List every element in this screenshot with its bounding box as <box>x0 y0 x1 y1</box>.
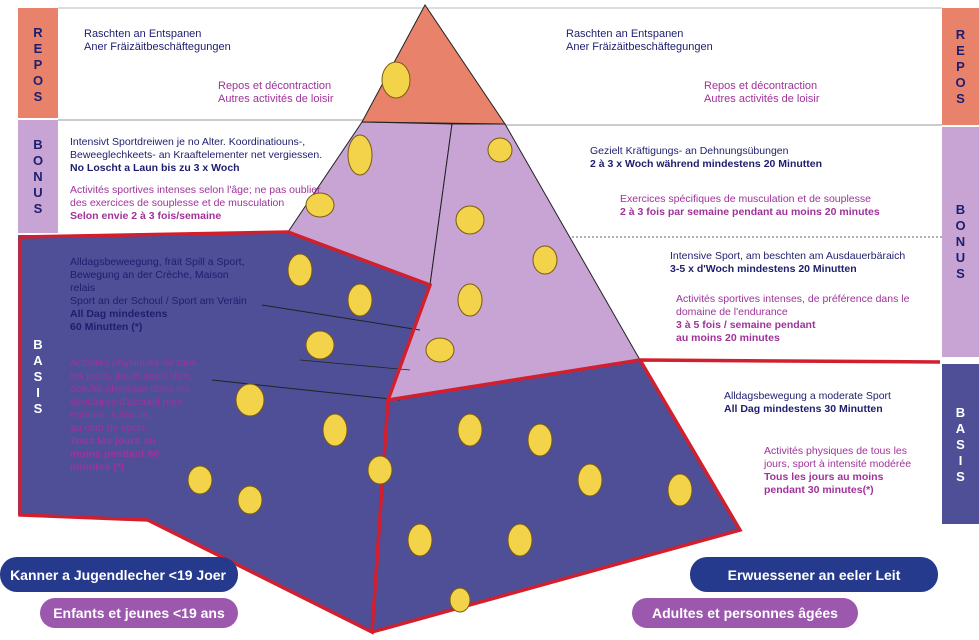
repos-band-left <box>18 8 58 118</box>
bonus-adults-endurance-lb-text: Intensive Sport, am beschten am Ausdauer… <box>670 250 906 275</box>
bonus-adults-endurance-fr-text: Activités sportives intenses, de préfére… <box>676 293 910 344</box>
adults-lb-label: Erwuessener an eeler Leit <box>727 566 901 583</box>
kids-basis-border <box>18 230 433 635</box>
adults-fr-label: Adultes et personnes âgées <box>652 605 838 621</box>
basis-kids-lb-text: Alldagsbeweegung, fräit Spill a Sport,Be… <box>70 256 247 333</box>
repos-band-right <box>942 8 979 125</box>
pyramid-repos-face <box>361 4 506 125</box>
bonus-kids-lb-text: Intensivt Sportdreiwen je no Alter. Koor… <box>70 136 323 174</box>
kids-fr-pill-bg <box>40 598 238 628</box>
kids-fr-label: Enfants et jeunes <19 ans <box>53 605 225 621</box>
kids-lb-label: Kanner a Jugendlecher <19 Joer <box>10 566 226 583</box>
basis-band-right <box>942 364 979 524</box>
kids-lb-pill-bg <box>0 557 238 592</box>
adults-fr-pill-bg <box>632 598 858 628</box>
bonus-kids-fr-text: Activités sportives intenses selon l'âge… <box>70 184 321 222</box>
basis-adults-lb-text: Alldagsbewegung a moderate Sport All Dag… <box>724 390 891 415</box>
bonus-band-left <box>18 120 58 233</box>
bonus-band-right <box>942 127 979 357</box>
bonus-adults-strength-fr-text: Exercices spécifiques de musculation et … <box>620 193 880 218</box>
adults-lb-pill-bg <box>690 557 938 592</box>
bonus-adults-strength-lb-text: Gezielt Kräftigungs- an Dehnungsübungen … <box>590 145 823 170</box>
